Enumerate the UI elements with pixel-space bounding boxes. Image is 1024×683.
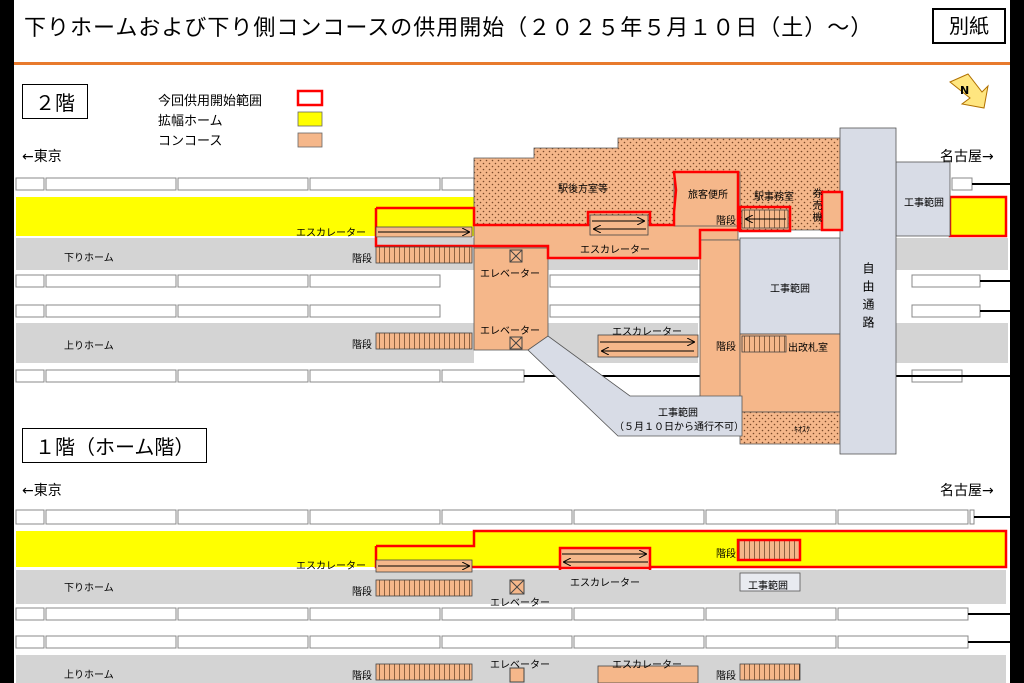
label-escalator-lower-2: エスカレーター — [570, 578, 640, 589]
attachment-label: 別紙 — [932, 8, 1006, 44]
label-ticket-gate: 出改札室 — [788, 343, 828, 354]
station-plan-drawing — [15, 73, 1010, 683]
direction-tokyo-upper: ←東京 — [22, 149, 62, 165]
legend-swatch-concourse — [297, 132, 323, 148]
widened-platform-lower — [16, 531, 1006, 567]
label-kiosk: ｷｵｽｸ — [794, 425, 810, 434]
legend-concourse-label: コンコース — [158, 134, 223, 149]
label-elevator-upper-2: エレベーター — [480, 326, 540, 337]
label-elevator-lower-1: エレベーター — [490, 598, 550, 609]
free-passage — [839, 127, 897, 455]
label-escalator-upper-3: エスカレーター — [612, 327, 682, 338]
label-stairs-lower-2: 階段 — [716, 549, 736, 560]
label-escalator-lower-3: エスカレーター — [612, 660, 682, 671]
floor-label-upper: ２階 — [22, 84, 88, 119]
direction-nagoya-upper: 名古屋→ — [940, 149, 994, 165]
north-arrow-icon — [949, 73, 989, 109]
label-stairs-upper-4: 階段 — [716, 342, 736, 353]
label-elevator-lower-2: エレベーター — [490, 660, 550, 671]
legend-new-area-label: 今回供用開始範囲 — [158, 94, 263, 109]
label-elevator-upper-1: エレベーター — [480, 269, 540, 280]
legend-widened-label: 拡幅ホーム — [158, 114, 223, 129]
floor-label-lower: １階（ホーム階） — [22, 428, 208, 463]
label-escalator-lower-1: エスカレーター — [296, 561, 366, 572]
page-title: 下りホームおよび下り側コンコースの供用開始（２０２５年５月１０日（土）〜） — [24, 16, 874, 41]
label-up-platform-lower: 上りホーム — [64, 670, 114, 681]
label-construction-center: 工事範囲 — [770, 284, 810, 295]
north-label: N — [960, 84, 970, 97]
legend-swatch-new-area — [296, 89, 324, 107]
label-construction-bottom-note: （５月１０日から通行不可） — [614, 422, 744, 433]
label-down-platform-lower: 下りホーム — [64, 583, 114, 594]
label-free-passage: 自由通路 — [861, 262, 875, 334]
label-construction-lower: 工事範囲 — [748, 581, 788, 592]
label-stairs-upper-3: 階段 — [352, 340, 372, 351]
label-down-platform-upper: 下りホーム — [64, 253, 114, 264]
legend-swatch-widened — [297, 111, 323, 127]
direction-tokyo-lower: ←東京 — [22, 483, 62, 499]
diagram-page: 下りホームおよび下り側コンコースの供用開始（２０２５年５月１０日（土）〜） 別紙 — [14, 0, 1010, 683]
label-escalator-upper-1: エスカレーター — [296, 228, 366, 239]
direction-nagoya-lower: 名古屋→ — [940, 483, 994, 499]
label-passenger-service: 旅客便所 — [688, 190, 728, 201]
label-station-office: 駅事務室 — [754, 192, 794, 203]
label-stairs-lower-3: 階段 — [352, 671, 372, 682]
label-escalator-upper-2: エスカレーター — [580, 245, 650, 256]
label-construction-bottom: 工事範囲 — [658, 408, 698, 419]
title-rule — [14, 62, 1010, 65]
label-stairs-upper-2: 階段 — [716, 216, 736, 227]
label-stairs-lower-1: 階段 — [352, 587, 372, 598]
label-office-back: 駅後方室等 — [558, 184, 608, 195]
label-stairs-upper-1: 階段 — [352, 254, 372, 265]
new-area-outline-upper — [374, 170, 740, 260]
label-construction-right: 工事範囲 — [904, 198, 944, 209]
label-stairs-lower-4: 階段 — [716, 671, 736, 682]
label-ticket-machine: 券売機 — [810, 188, 821, 224]
label-up-platform-upper: 上りホーム — [64, 341, 114, 352]
